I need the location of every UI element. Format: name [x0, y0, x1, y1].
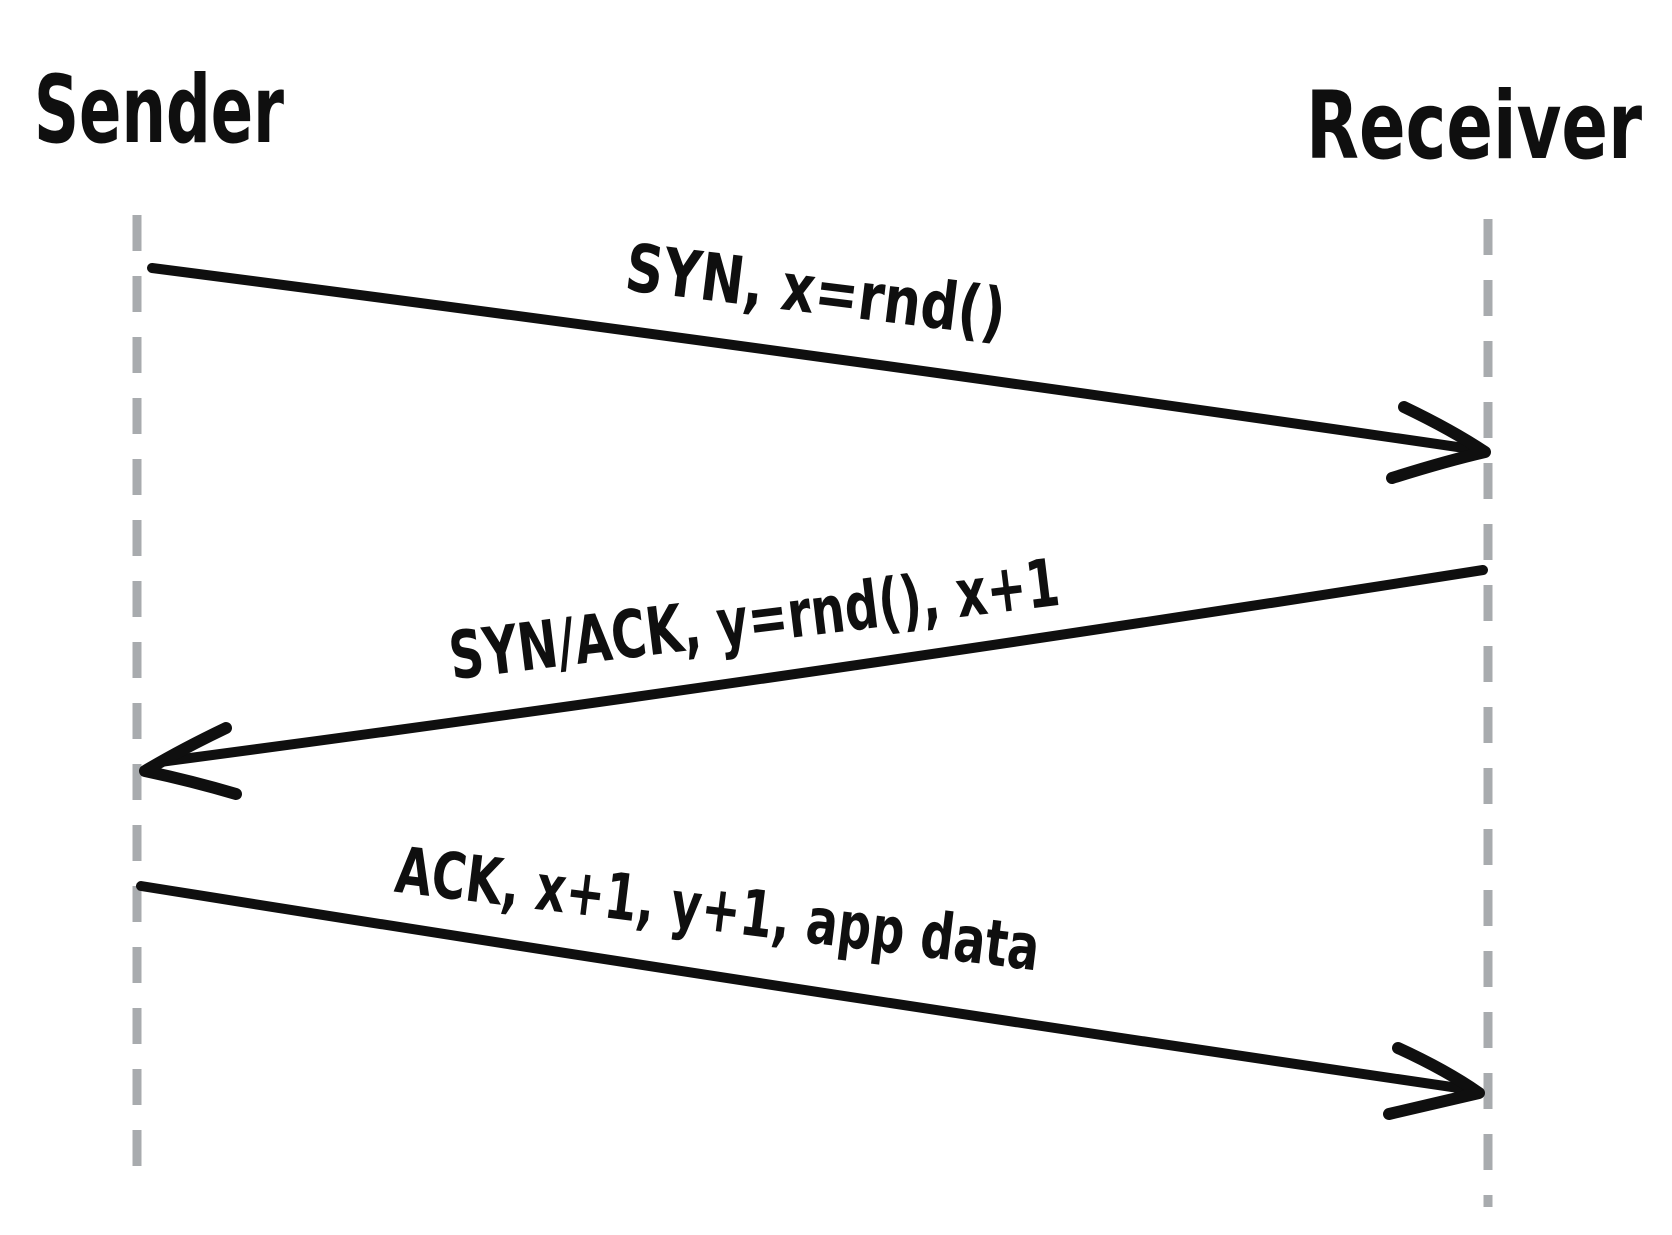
message-3: ACK, x+1, y+1, app data: [136, 834, 1485, 1120]
message-3-line: [136, 881, 1477, 1095]
message-2-label: SYN/ACK, y=rnd(), x+1: [445, 544, 1064, 695]
message-2-arrowhead: [139, 722, 242, 800]
actor-label-sender: Sender: [34, 56, 284, 165]
message-3-label: ACK, x+1, y+1, app data: [391, 834, 1043, 986]
message-1-line: [147, 263, 1483, 455]
actor-label-receiver: Receiver: [1306, 72, 1642, 181]
message-2: SYN/ACK, y=rnd(), x+1: [139, 544, 1488, 800]
message-2-line: [155, 565, 1488, 767]
message-1-arrowhead: [1386, 401, 1491, 484]
message-1: SYN, x=rnd(): [147, 229, 1491, 484]
message-3-arrowhead: [1383, 1042, 1485, 1120]
